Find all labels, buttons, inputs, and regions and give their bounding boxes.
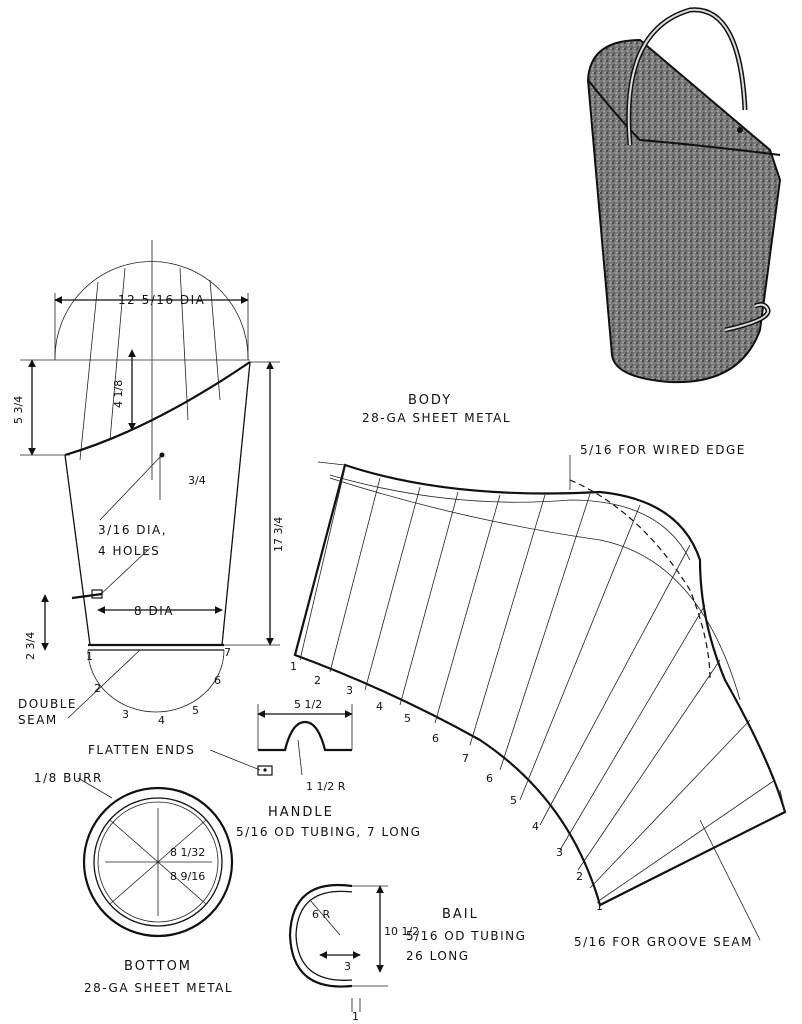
handle-spec: 5/16 OD TUBING, 7 LONG <box>236 825 421 839</box>
side-view-labels: 12 5/16 DIA 5 3/4 4 1/8 3/4 17 3/4 2 3/4… <box>12 293 285 727</box>
body-division-2b: 2 <box>576 870 583 883</box>
body-division-1b: 1 <box>596 900 603 913</box>
scuttle-illustration <box>586 7 782 384</box>
bottom-dia-inner: 8 1/32 <box>170 846 205 859</box>
side-division-7: 7 <box>224 646 231 659</box>
body-division-7: 7 <box>462 752 469 765</box>
handle-drawing <box>209 704 353 776</box>
bottom-dia-label: 8 DIA <box>134 604 174 618</box>
body-division-4a: 4 <box>376 700 383 713</box>
body-pattern <box>293 455 787 941</box>
body-title: BODY <box>408 393 452 408</box>
bail-height-label: 10 1/2 <box>384 925 419 938</box>
side-division-2: 2 <box>94 682 101 695</box>
flatten-ends-note: FLATTEN ENDS <box>88 743 195 757</box>
side-division-1: 1 <box>86 650 93 663</box>
handle-radius-label: 1 1/2 R <box>306 780 346 793</box>
bail-drawing <box>288 883 388 1012</box>
bail-radius-label: 6 R <box>312 908 330 921</box>
body-division-6a: 6 <box>432 732 439 745</box>
wired-edge-note: 5/16 FOR WIRED EDGE <box>580 443 746 457</box>
body-division-1a: 1 <box>290 660 297 673</box>
bail-title: BAIL <box>442 907 479 922</box>
body-division-5b: 5 <box>510 794 517 807</box>
top-dia-label: 12 5/16 DIA <box>118 293 205 307</box>
bail-end-label: 1 <box>352 1010 359 1023</box>
body-division-6b: 6 <box>486 772 493 785</box>
double-seam-line1: DOUBLE <box>18 697 77 711</box>
handle-title: HANDLE <box>268 805 334 820</box>
side-division-3: 3 <box>122 708 129 721</box>
bail-spec-line1: 5/16 OD TUBING <box>406 929 526 943</box>
body-division-5a: 5 <box>404 712 411 725</box>
bottom-material: 28-GA SHEET METAL <box>84 981 233 995</box>
body-division-3a: 3 <box>346 684 353 697</box>
side-division-5: 5 <box>192 704 199 717</box>
bail-labels: 6 R 10 1/2 3 1 BAIL 5/16 OD TUBING 26 LO… <box>312 907 526 1023</box>
slant-height-label: 5 3/4 <box>12 396 25 424</box>
body-division-2a: 2 <box>314 674 321 687</box>
side-view <box>20 240 280 719</box>
double-seam-line2: SEAM <box>18 713 58 727</box>
offset-label: 4 1/8 <box>112 380 125 408</box>
bottom-labels: 1/8 BURR 8 1/32 8 9/16 BOTTOM 28-GA SHEE… <box>34 771 233 995</box>
body-division-3b: 3 <box>556 846 563 859</box>
handle-height-label: 2 3/4 <box>24 632 37 660</box>
bottom-dia-outer: 8 9/16 <box>170 870 205 883</box>
side-division-6: 6 <box>214 674 221 687</box>
holes-note-line1: 3/16 DIA, <box>98 523 167 537</box>
handle-length-label: 5 1/2 <box>294 698 322 711</box>
holes-note-line2: 4 HOLES <box>98 544 160 558</box>
bail-offset-label: 3 <box>344 960 351 973</box>
bail-spec-line2: 26 LONG <box>406 949 470 963</box>
side-division-4: 4 <box>158 714 165 727</box>
bottom-title: BOTTOM <box>124 959 192 974</box>
body-labels: BODY 28-GA SHEET METAL 5/16 FOR WIRED ED… <box>290 393 753 949</box>
body-material: 28-GA SHEET METAL <box>362 411 511 425</box>
bottom-drawing <box>77 777 234 938</box>
hole-offset-label: 3/4 <box>188 474 206 487</box>
groove-seam-note: 5/16 FOR GROOVE SEAM <box>574 935 753 949</box>
handle-labels: 5 1/2 1 1/2 R FLATTEN ENDS HANDLE 5/16 O… <box>88 698 421 839</box>
total-height-label: 17 3/4 <box>272 517 285 552</box>
burr-label: 1/8 BURR <box>34 771 103 785</box>
body-division-4b: 4 <box>532 820 539 833</box>
